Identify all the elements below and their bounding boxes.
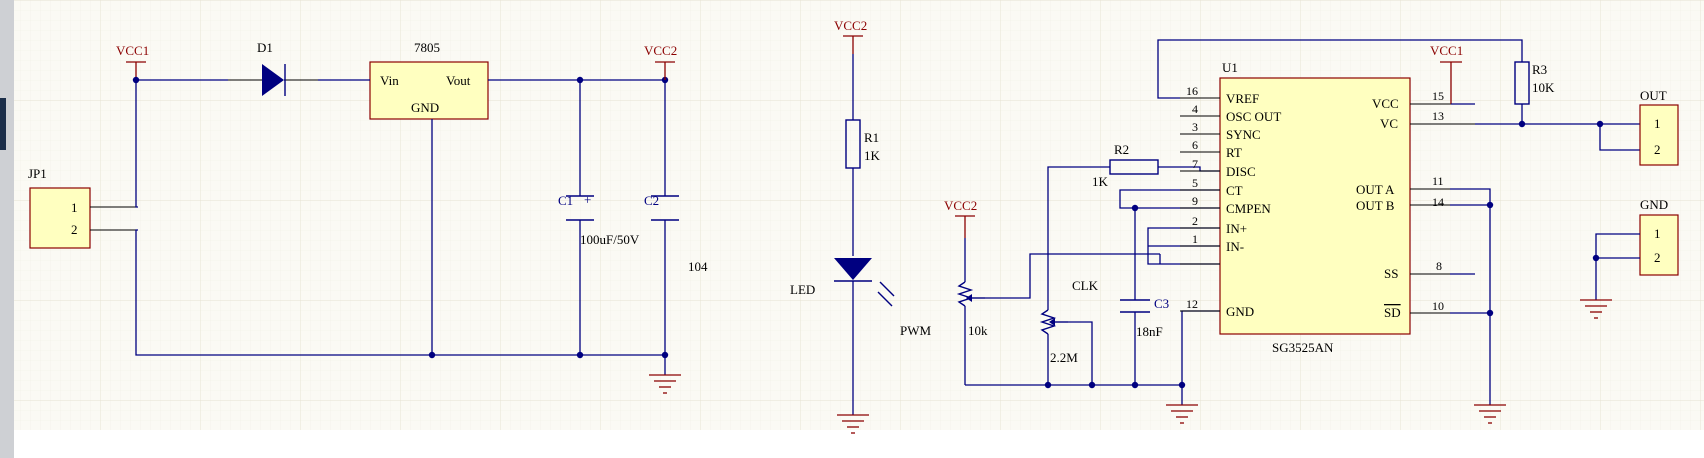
u1-pin-num-14: 14: [1432, 195, 1444, 209]
vcc2-pot-label: VCC2: [944, 198, 977, 213]
u1-pin-num-1: 1: [1192, 232, 1198, 246]
c2-capacitor[interactable]: C2 104: [644, 193, 708, 274]
vcc1-left-label: VCC1: [116, 43, 149, 58]
u1-pin-num-12: 12: [1186, 297, 1198, 311]
ground-symbol-left: [649, 374, 681, 394]
c3-value: 18nF: [1136, 324, 1163, 339]
u1-pin-num-9: 9: [1192, 194, 1198, 208]
vcc1-right-label: VCC1: [1430, 43, 1463, 58]
regulator-ref: 7805: [414, 40, 440, 55]
u1-pin-name-vcc: VCC: [1372, 96, 1399, 111]
regulator-gnd: GND: [411, 100, 439, 115]
u1-pin-name-vc: VC: [1380, 116, 1398, 131]
u1-pin-num-16: 16: [1186, 84, 1198, 98]
r1-resistor[interactable]: R1 1K: [845, 119, 881, 169]
c3-ref: C3: [1154, 296, 1169, 311]
r2-value: 1K: [1092, 174, 1109, 189]
lower-margin: [0, 430, 1704, 458]
ground-symbol-led: [837, 414, 869, 434]
out-pin2-label: 2: [1654, 142, 1661, 157]
r1-value: 1K: [864, 148, 881, 163]
u1-sg3525an[interactable]: U1 SG3525AN 16 4 3 6 7 5 9 2 1 12 VREF: [1180, 60, 1475, 355]
u1-pin-name-sd: SD: [1384, 305, 1401, 320]
u1-pin-num-11: 11: [1432, 174, 1444, 188]
regulator-vin: Vin: [380, 73, 399, 88]
left-wires: [132, 76, 669, 375]
c2-value: 104: [688, 259, 708, 274]
c1-value: 100uF/50V: [580, 232, 640, 247]
u1-pin-name-inminus: IN-: [1226, 239, 1244, 254]
u1-pin-num-13: 13: [1432, 109, 1444, 123]
u1-pin-name-vref: VREF: [1226, 91, 1259, 106]
u1-pin-num-5: 5: [1192, 176, 1198, 190]
u1-pin-name-ss: SS: [1384, 266, 1398, 281]
d1-ref: D1: [257, 40, 273, 55]
led-ref: LED: [790, 282, 815, 297]
vcc2-led-label: VCC2: [834, 18, 867, 33]
vcc2-left-port[interactable]: VCC2: [644, 43, 677, 80]
c1-capacitor[interactable]: C1 + 100uF/50V: [558, 192, 640, 247]
d1-diode[interactable]: D1: [228, 40, 318, 96]
u1-pin-num-3: 3: [1192, 120, 1198, 134]
gnd-connector[interactable]: GND 1 2: [1639, 197, 1679, 276]
u1-pin-num-7: 7: [1192, 157, 1198, 171]
left-rail-highlight: [0, 98, 6, 150]
u1-ref: U1: [1222, 60, 1238, 75]
schematic-grid: [0, 0, 1704, 430]
gnd-pin2-label: 2: [1654, 250, 1661, 265]
u1-part: SG3525AN: [1272, 340, 1334, 355]
vcc2-pot-port[interactable]: VCC2: [944, 198, 977, 238]
out-pin1-label: 1: [1654, 116, 1661, 131]
pwm-potentiometer[interactable]: PWM 10k: [900, 238, 988, 385]
ground-symbol-right: [1474, 404, 1506, 424]
u1-pin-name-cmpen: CMPEN: [1226, 201, 1271, 216]
regulator-7805[interactable]: 7805 Vin Vout GND: [369, 40, 489, 120]
u1-pin-name-gnd: GND: [1226, 304, 1254, 319]
clk-value: 2.2M: [1050, 350, 1078, 365]
r3-value: 10K: [1532, 80, 1555, 95]
u1-pin-num-15: 15: [1432, 89, 1444, 103]
u1-pin-num-6: 6: [1192, 138, 1198, 152]
u1-pin-name-disc: DISC: [1226, 164, 1256, 179]
pwm-ref: PWM: [900, 323, 932, 338]
ground-symbol-middle: [1166, 404, 1198, 424]
led-diode[interactable]: LED: [790, 258, 895, 307]
u1-pin-name-sync: SYNC: [1226, 127, 1261, 142]
clk-potentiometer[interactable]: CLK 2.2M: [1039, 278, 1099, 385]
gnd-pin1-label: 1: [1654, 226, 1661, 241]
gnd-conn-ref: GND: [1640, 197, 1668, 212]
u1-pin-name-ct: CT: [1226, 183, 1243, 198]
r3-ref: R3: [1532, 62, 1547, 77]
vcc1-right-port[interactable]: VCC1: [1430, 43, 1463, 104]
u1-pin-num-2: 2: [1192, 214, 1198, 228]
c1-ref: C1: [558, 193, 573, 208]
jp1-ref: JP1: [28, 166, 47, 181]
u1-pin-num-10: 10: [1432, 299, 1444, 313]
r1-ref: R1: [864, 130, 879, 145]
regulator-vout: Vout: [446, 73, 471, 88]
c2-ref: C2: [644, 193, 659, 208]
u1-pin-name-rt: RT: [1226, 145, 1242, 160]
r2-ref: R2: [1114, 142, 1129, 157]
pwm-value: 10k: [968, 323, 988, 338]
jp1-pin1-label: 1: [71, 200, 78, 215]
jp1-connector[interactable]: JP1 1 2: [28, 166, 138, 249]
clk-ref: CLK: [1072, 278, 1099, 293]
ground-symbol-connector: [1580, 299, 1612, 319]
out-connector[interactable]: OUT 1 2: [1639, 88, 1679, 166]
u1-pin-name-inplus: IN+: [1226, 221, 1247, 236]
u1-pin-num-4: 4: [1192, 102, 1198, 116]
u1-pin-name-outa: OUT A: [1356, 182, 1395, 197]
vcc2-left-label: VCC2: [644, 43, 677, 58]
jp1-pin2-label: 2: [71, 222, 78, 237]
left-rail: [0, 0, 14, 458]
u1-pin-name-outb: OUT B: [1356, 198, 1395, 213]
vcc2-led-port[interactable]: VCC2: [834, 18, 867, 54]
c1-polarity: +: [584, 192, 591, 207]
u1-pin-num-8: 8: [1436, 259, 1442, 273]
out-ref: OUT: [1640, 88, 1667, 103]
u1-pin-name-oscout: OSC OUT: [1226, 109, 1281, 124]
